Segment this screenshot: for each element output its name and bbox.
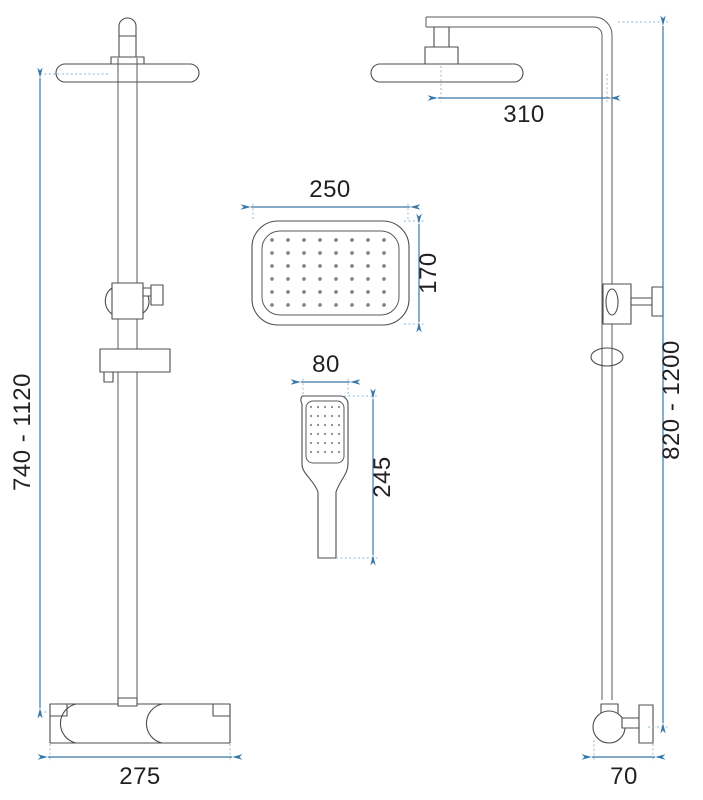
dimension-label-hand-shower-length: 245: [369, 456, 396, 498]
diverter-body-front: [104, 282, 164, 320]
dimension-hand-shower-length: 245: [336, 388, 396, 566]
dimension-overall-height-side: 820 - 1200: [618, 15, 685, 734]
wall-inlet-valve: [592, 703, 654, 744]
hand-shower-holder-front: [99, 348, 171, 383]
dimension-label-mixer-bar-width: 275: [119, 763, 161, 790]
dimension-label-overall-height-front: 740 - 1120: [9, 373, 36, 491]
overhead-shower-head-front: [55, 63, 200, 83]
dimension-label-rain-head-width: 250: [309, 176, 351, 203]
dimension-label-arm-projection: 310: [503, 101, 545, 128]
rain-head-nozzle-grid: [270, 238, 386, 307]
slide-ring-side: [590, 347, 624, 367]
shower-arm-side: [425, 16, 613, 700]
riser-pipe-front: [117, 58, 138, 700]
shower-arm-drop: [424, 26, 459, 66]
dimension-label-overall-height-side: 820 - 1200: [658, 340, 685, 460]
dimension-mixer-bar-width: 275: [37, 744, 243, 790]
dimension-label-rain-head-depth: 170: [415, 252, 442, 294]
dimension-hand-shower-width: 80: [290, 351, 361, 394]
dimension-rain-head-depth: 170: [404, 213, 442, 333]
dimension-rain-head-width: 250: [240, 176, 421, 219]
dimension-arm-projection: 310: [427, 66, 621, 128]
hand-shower-detail: [300, 395, 349, 559]
dimension-overall-height-front: 740 - 1120: [9, 67, 110, 719]
hand-shower-nozzle-grid: [309, 405, 341, 454]
rain-shower-head-detail: [251, 220, 410, 326]
side-view-group: [370, 16, 664, 744]
dimension-wall-inlet-depth: 70: [581, 740, 666, 790]
dimension-label-hand-shower-width: 80: [312, 351, 340, 378]
diverter-body-side: [602, 283, 664, 325]
overhead-shower-head-side: [370, 63, 524, 83]
front-view-group: [49, 17, 231, 744]
thermostatic-mixer-bar: [49, 697, 231, 744]
dimension-label-wall-inlet-depth: 70: [610, 763, 638, 790]
